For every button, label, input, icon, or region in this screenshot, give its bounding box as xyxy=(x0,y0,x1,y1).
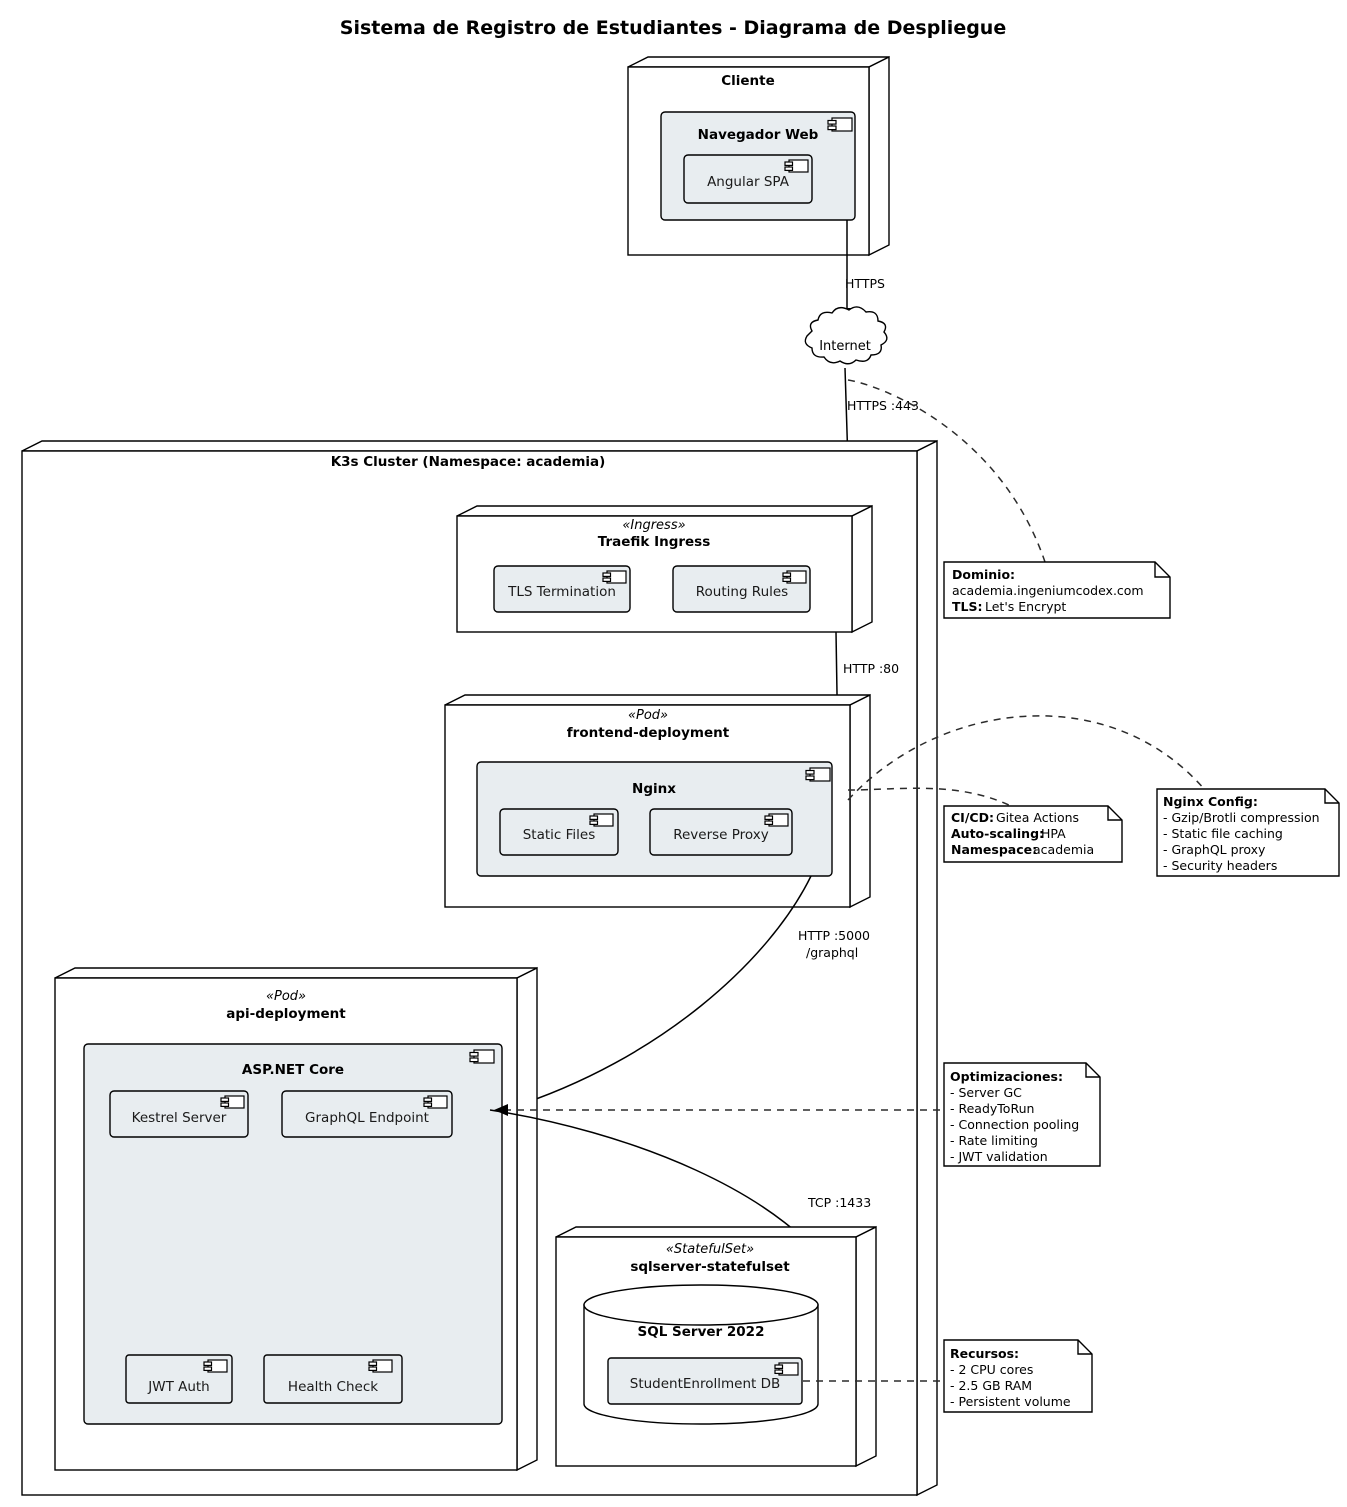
component-icon xyxy=(774,1362,799,1376)
note-cicd-value-2: HPA xyxy=(1041,826,1066,841)
component-icon xyxy=(203,1359,228,1373)
note-optimizaciones-item-2: - ReadyToRun xyxy=(950,1101,1034,1116)
node-frontend-deployment-stereotype: «Pod» xyxy=(628,708,668,723)
component-jwt-auth[interactable]: JWT Auth xyxy=(125,1354,233,1404)
internet-cloud-label: Internet xyxy=(819,339,871,354)
component-reverse-proxy-label: Reverse Proxy xyxy=(673,827,769,843)
connector-nginx-to-api: HTTP :5000 /graphql xyxy=(499,875,870,1113)
note-recursos[interactable]: Recursos: - 2 CPU cores - 2.5 GB RAM - P… xyxy=(943,1339,1093,1413)
note-cicd-label-1: CI/CD: xyxy=(951,810,994,825)
note-cicd-value-3: academia xyxy=(1033,842,1094,857)
note-cicd[interactable]: CI/CD: Gitea Actions Auto-scaling: HPA N… xyxy=(943,805,1123,863)
note-optimizaciones[interactable]: Optimizaciones: - Server GC - ReadyToRun… xyxy=(943,1062,1101,1167)
note-cicd-value-1: Gitea Actions xyxy=(996,810,1079,825)
note-nginx-config-title: Nginx Config: xyxy=(1163,794,1258,809)
note-optimizaciones-title: Optimizaciones: xyxy=(950,1069,1063,1084)
component-static-files[interactable]: Static Files xyxy=(499,808,619,856)
component-health-check[interactable]: Health Check xyxy=(263,1354,403,1404)
component-tls-termination-label: TLS Termination xyxy=(507,584,616,600)
node-sqlserver-statefulset-title: sqlserver-statefulset xyxy=(630,1259,790,1275)
note-connector-nginx-config xyxy=(847,715,1206,801)
component-kestrel-server-label: Kestrel Server xyxy=(132,1110,227,1126)
note-nginx-config-item-1: - Gzip/Brotli compression xyxy=(1163,810,1320,825)
component-angular-spa[interactable]: Angular SPA xyxy=(683,154,813,204)
component-icon xyxy=(589,813,614,827)
note-recursos-title: Recursos: xyxy=(950,1346,1019,1361)
component-tls-termination[interactable]: TLS Termination xyxy=(493,565,631,613)
note-dominio-label-2: TLS: xyxy=(952,599,983,614)
note-recursos-item-2: - 2.5 GB RAM xyxy=(950,1378,1032,1393)
note-dominio-value-2: Let's Encrypt xyxy=(985,599,1066,614)
node-sqlserver-statefulset-stereotype: «StatefulSet» xyxy=(666,1242,754,1257)
component-icon xyxy=(764,813,789,827)
component-icon xyxy=(469,1049,495,1064)
component-icon xyxy=(782,570,807,584)
node-k3s-cluster-title: K3s Cluster (Namespace: academia) xyxy=(331,454,606,470)
component-icon xyxy=(784,159,809,173)
component-jwt-auth-label: JWT Auth xyxy=(147,1379,210,1395)
component-static-files-label: Static Files xyxy=(523,827,596,843)
note-connector-cicd xyxy=(847,787,1016,809)
component-aspnet-core-title: ASP.NET Core xyxy=(242,1062,344,1078)
edge-label-http-5000: HTTP :5000 xyxy=(798,928,870,943)
note-nginx-config[interactable]: Nginx Config: - Gzip/Brotli compression … xyxy=(1156,788,1340,877)
node-cliente-title: Cliente xyxy=(721,73,775,89)
node-api-deployment-title: api-deployment xyxy=(226,1006,346,1022)
note-optimizaciones-item-4: - Rate limiting xyxy=(950,1133,1038,1148)
note-connector-dominio xyxy=(847,379,1046,563)
edge-label-tcp-1433: TCP :1433 xyxy=(807,1195,871,1210)
note-cicd-label-2: Auto-scaling: xyxy=(951,826,1044,841)
node-traefik-ingress-title: Traefik Ingress xyxy=(598,534,711,550)
node-traefik-ingress-stereotype: «Ingress» xyxy=(622,518,685,533)
note-cicd-label-3: Namespace: xyxy=(951,842,1037,857)
note-dominio-value-1: academia.ingeniumcodex.com xyxy=(952,583,1144,598)
page-title: Sistema de Registro de Estudiantes - Dia… xyxy=(340,17,1006,39)
component-graphql-endpoint-label: GraphQL Endpoint xyxy=(305,1110,429,1126)
node-frontend-deployment-title: frontend-deployment xyxy=(567,725,730,741)
edge-label-https: HTTPS xyxy=(845,276,885,291)
node-api-deployment-stereotype: «Pod» xyxy=(266,989,306,1004)
component-routing-rules[interactable]: Routing Rules xyxy=(672,565,811,613)
component-studentenrollment-db[interactable]: StudentEnrollment DB xyxy=(607,1357,803,1405)
component-reverse-proxy[interactable]: Reverse Proxy xyxy=(649,808,793,856)
component-graphql-endpoint[interactable]: GraphQL Endpoint xyxy=(281,1090,453,1138)
component-navegador-web-title: Navegador Web xyxy=(698,127,819,143)
edge-label-http-80: HTTP :80 xyxy=(843,661,899,676)
component-icon xyxy=(423,1095,448,1109)
edge-label-graphql-path: /graphql xyxy=(806,945,858,960)
component-nginx-title: Nginx xyxy=(632,781,676,797)
component-kestrel-server[interactable]: Kestrel Server xyxy=(109,1090,249,1138)
component-icon xyxy=(368,1359,393,1373)
note-connector-optimizaciones xyxy=(494,1104,940,1116)
component-studentenrollment-db-label: StudentEnrollment DB xyxy=(630,1376,781,1392)
note-recursos-item-1: - 2 CPU cores xyxy=(950,1362,1033,1377)
internet-cloud[interactable]: Internet xyxy=(804,306,888,365)
database-sql-server-2022-title: SQL Server 2022 xyxy=(638,1324,765,1340)
note-optimizaciones-item-1: - Server GC xyxy=(950,1085,1022,1100)
component-angular-spa-label: Angular SPA xyxy=(707,174,790,190)
note-optimizaciones-item-5: - JWT validation xyxy=(950,1149,1048,1164)
component-icon xyxy=(602,570,627,584)
component-icon xyxy=(827,117,853,132)
note-dominio[interactable]: Dominio: academia.ingeniumcodex.com TLS:… xyxy=(943,561,1171,619)
note-recursos-item-3: - Persistent volume xyxy=(950,1394,1071,1409)
component-health-check-label: Health Check xyxy=(288,1379,378,1395)
component-routing-rules-label: Routing Rules xyxy=(696,584,788,600)
component-aspnet-core[interactable]: ASP.NET Core xyxy=(83,1043,503,1425)
note-nginx-config-item-4: - Security headers xyxy=(1163,858,1277,873)
note-nginx-config-item-2: - Static file caching xyxy=(1163,826,1283,841)
note-nginx-config-item-3: - GraphQL proxy xyxy=(1163,842,1266,857)
note-optimizaciones-item-3: - Connection pooling xyxy=(950,1117,1079,1132)
component-icon xyxy=(805,767,831,782)
note-dominio-label-1: Dominio: xyxy=(952,567,1015,582)
component-icon xyxy=(220,1095,245,1109)
edge-label-https-443: HTTPS :443 xyxy=(847,398,919,413)
